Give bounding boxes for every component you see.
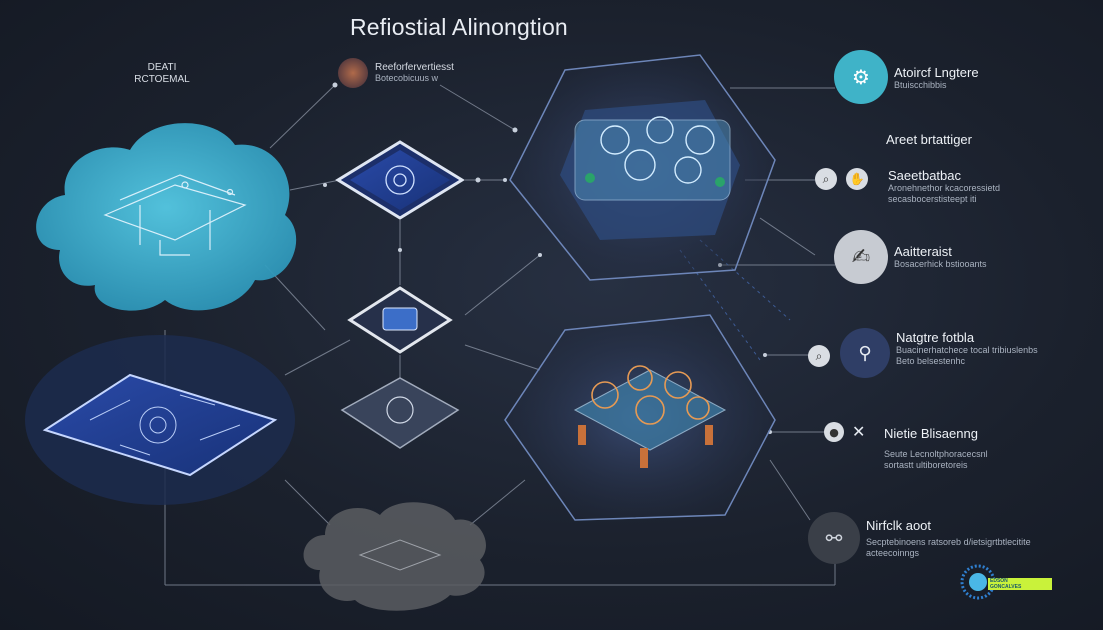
magnifier-icon: ⌕ (815, 168, 837, 190)
right-item-2-title: Saeetbatbac (888, 168, 962, 183)
top-note: Reeforfervertiesst Botecobicuus w (375, 62, 454, 84)
watermark-line1: EDSON (990, 578, 1008, 584)
data-protocol-label: DEATI RCTOEMAL (126, 62, 198, 86)
dot-icon: ● (824, 422, 844, 442)
diagram-title: Refiostial Alinongtion (350, 14, 568, 40)
processor-hub-top (509, 54, 776, 281)
right-item-0-title: Atoircf Lngtere (894, 65, 979, 80)
right-item-3: Aaitteraist Bosacerhick bstiooants (894, 244, 987, 270)
right-item-1-title: Areet brtattiger (886, 132, 972, 147)
gesture-icon: ✍ (834, 230, 888, 284)
circuit-board-node (25, 335, 295, 505)
data-protocol-line1: DEATI (147, 62, 177, 73)
right-item-4-sub: Buacinerhatchece tocal tribiuslenbs Beto… (896, 345, 1038, 366)
right-item-4: Natgtre fotbla Buacinerhatchece tocal tr… (896, 330, 1038, 367)
cloud-node (36, 123, 297, 311)
right-item-5: Nietie Blisaenng Seute Lecnoltphoracecsn… (884, 426, 988, 471)
data-protocol-line2: RCTOEMAL (134, 74, 190, 85)
right-item-6-title: Nirfclk aoot (866, 518, 932, 533)
network-icon: ⚯ (808, 512, 860, 564)
processor-hub-bottom (504, 314, 776, 521)
right-item-3-sub: Bosacerhick bstiooants (894, 259, 987, 269)
lower-diamond-node (340, 377, 460, 449)
right-item-5-sub: Seute Lecnoltphoracecsnl sortastt ultibo… (884, 449, 988, 470)
watermark-text: EDSON GONCALVES (990, 578, 1021, 590)
right-item-0: Atoircf Lngtere Btuiscchibbis (894, 65, 979, 91)
orb-icon (338, 58, 368, 88)
gear-flask-icon: ⚙ (834, 50, 888, 104)
right-item-6: Nirfclk aoot Secptebinoens ratsoreb d/ie… (866, 518, 1031, 559)
storage-cloud-node (303, 502, 486, 611)
x-icon: ✕ (852, 424, 866, 441)
watermark-box (988, 578, 1052, 590)
hand-icon: ✋ (846, 168, 868, 190)
middle-diamond-node (347, 286, 453, 354)
right-item-0-sub: Btuiscchibbis (894, 80, 947, 90)
top-note-heading: Reeforfervertiesst (375, 62, 454, 73)
search-icon: ⌕ (808, 345, 830, 367)
blue-diamond-node (335, 140, 465, 220)
right-item-6-sub: Secptebinoens ratsoreb d/ietsigrtbtlecit… (866, 537, 1031, 558)
watermark-logo: EDSON GONCALVES (958, 562, 1054, 602)
watermark-line2: GONCALVES (990, 584, 1022, 590)
right-item-2: Saeetbatbac Aronehnethor kcacoressietd s… (888, 168, 1000, 205)
network-icon-small: ⚲ (840, 328, 890, 378)
right-item-5-title: Nietie Blisaenng (884, 426, 978, 441)
right-item-2-sub: Aronehnethor kcacoressietd secasbocersti… (888, 183, 1001, 204)
top-note-sub: Botecobicuus w (375, 73, 439, 83)
right-item-4-title: Natgtre fotbla (896, 330, 975, 345)
right-item-3-title: Aaitteraist (894, 244, 952, 259)
